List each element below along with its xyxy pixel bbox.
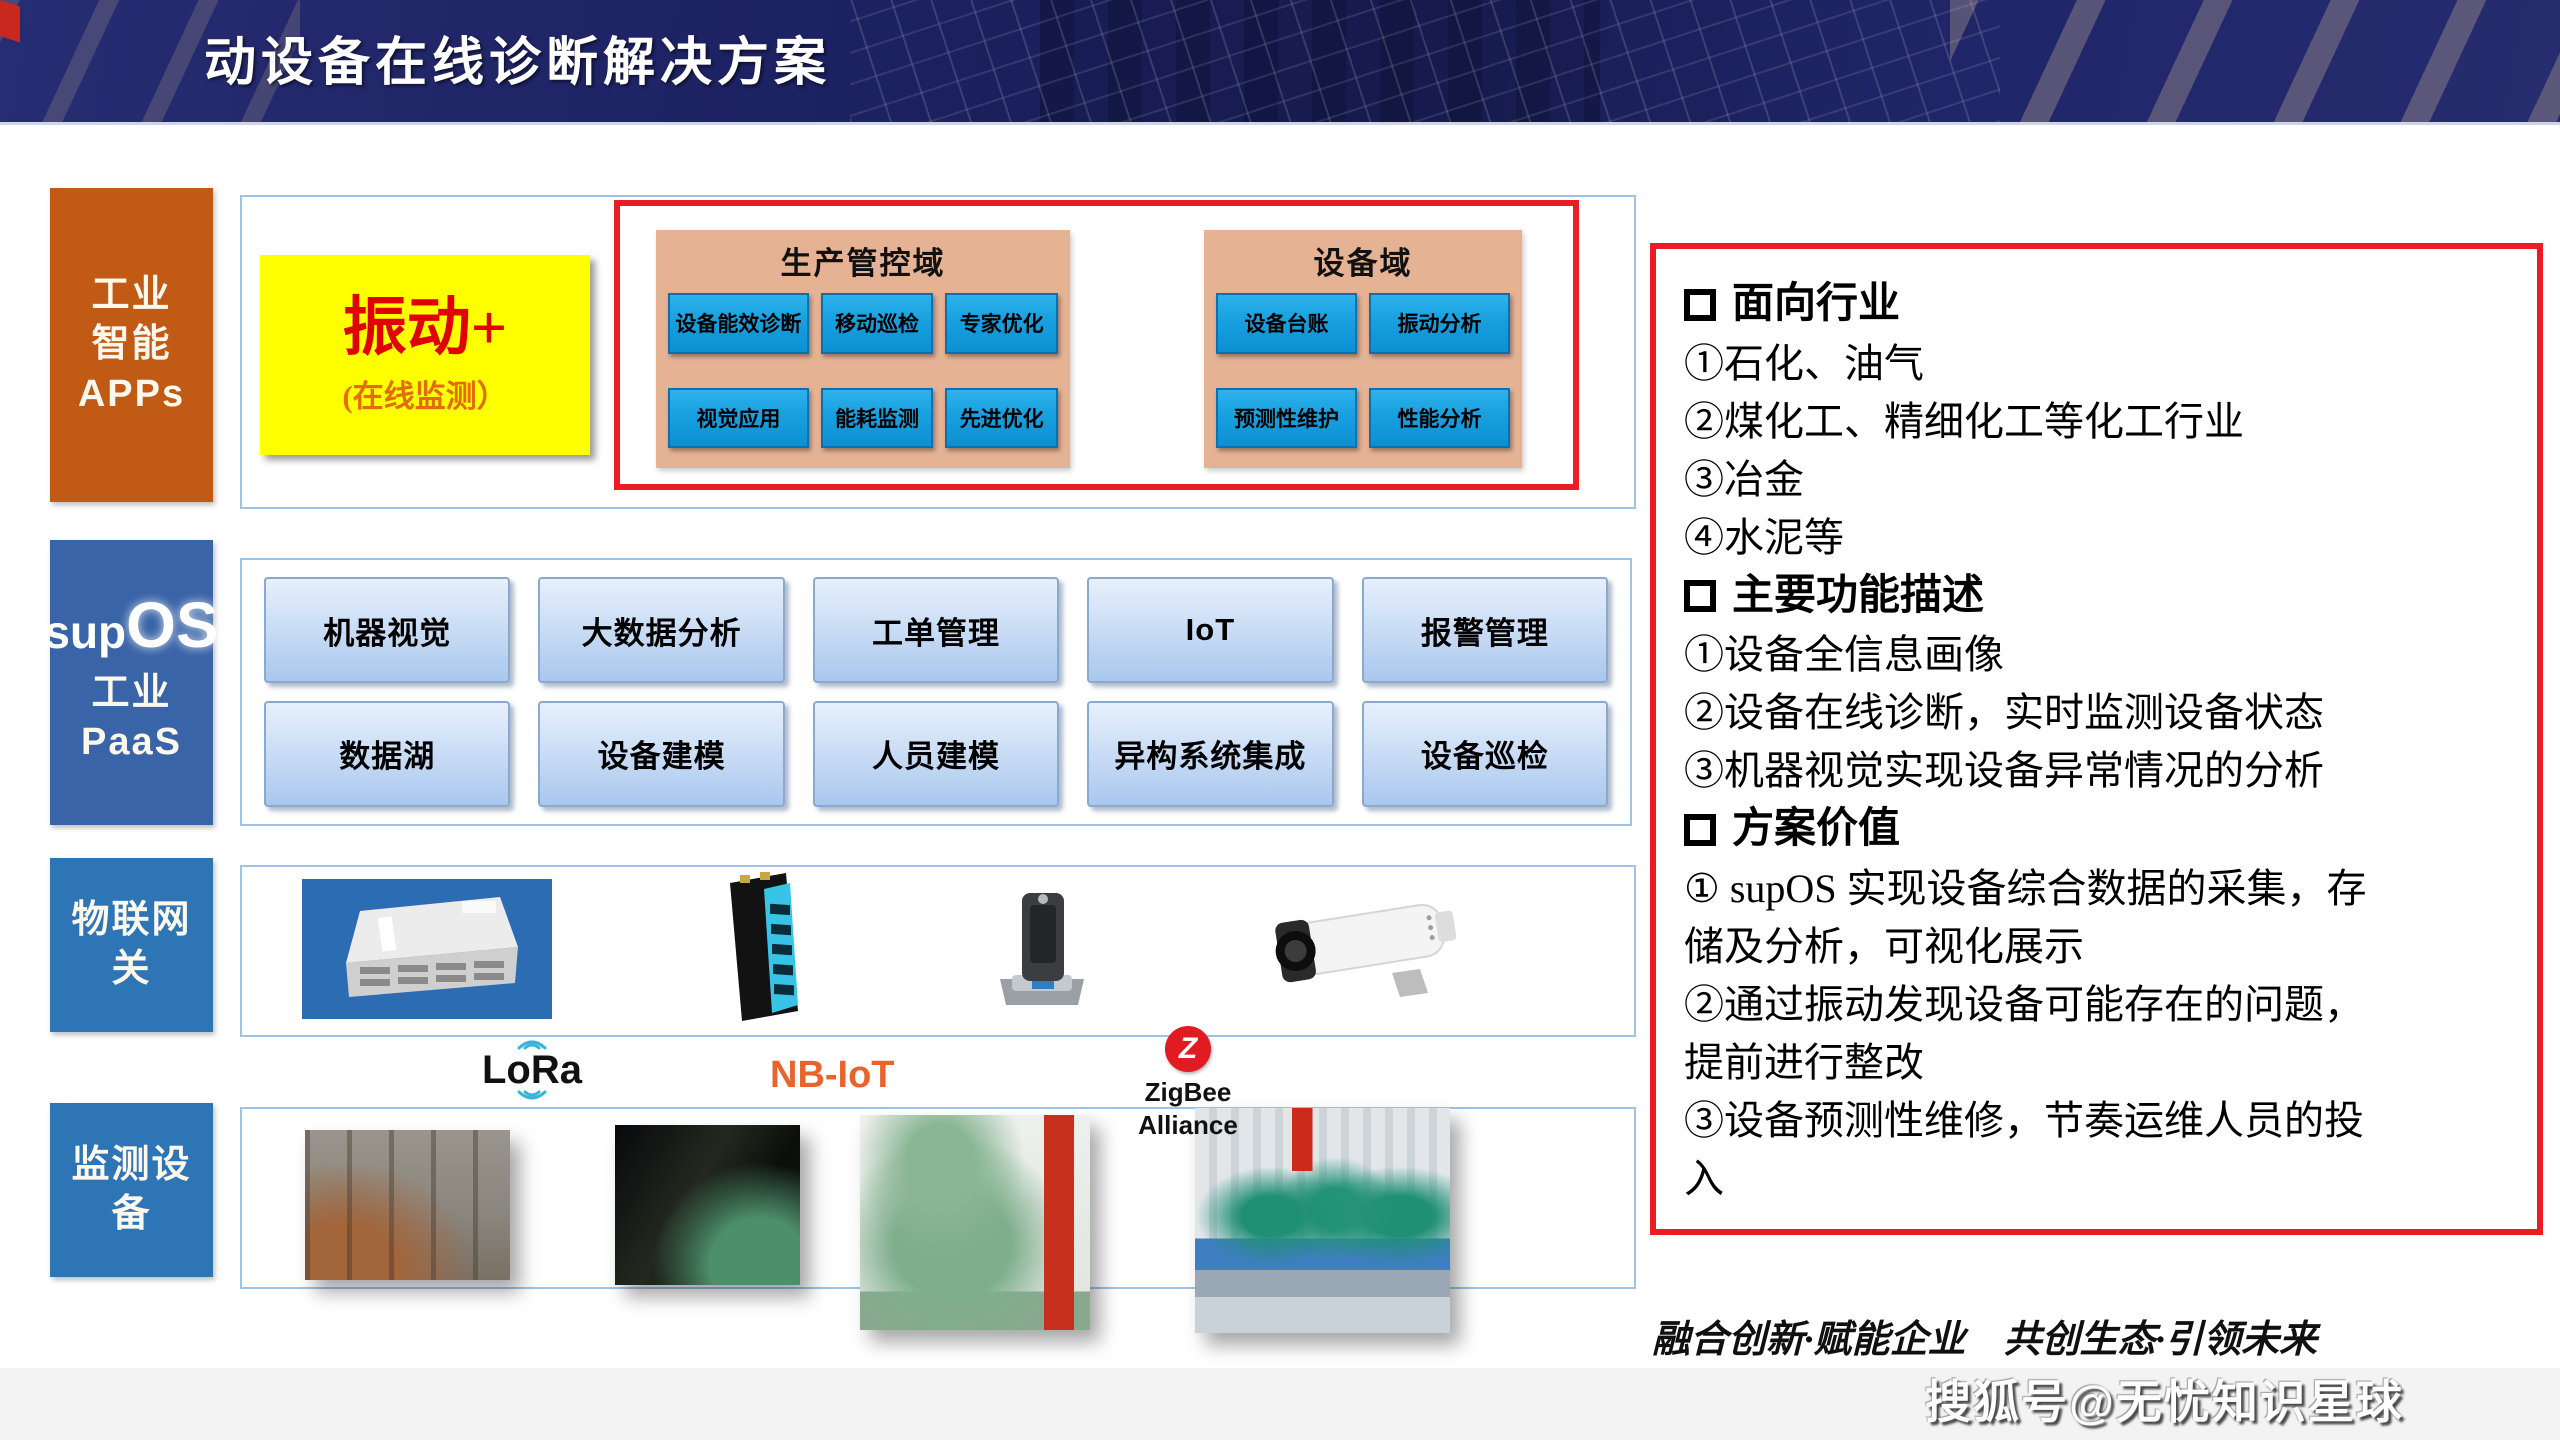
- zigbee-label: ZigBee Alliance: [1138, 1077, 1238, 1140]
- list-item: ④水泥等: [1684, 514, 1844, 560]
- supos-logo-sup: sup: [44, 605, 127, 658]
- footer-band: [0, 1368, 2560, 1440]
- list-item: ③机器视觉实现设备异常情况的分析: [1684, 748, 2324, 794]
- layer-box-monitoring-devices: 监测设 备: [50, 1103, 213, 1277]
- equipment-photo-boiler: [305, 1130, 510, 1280]
- equipment-domain-buttons: 设备台账 振动分析 预测性维护 性能分析: [1204, 289, 1522, 468]
- cctv-camera-image: [1242, 885, 1477, 1005]
- apps-panel: 振动+ (在线监测） 生产管控域 设备能效诊断 移动巡检 专家优化 视觉应用 能…: [240, 195, 1636, 509]
- production-domain-box: 生产管控域 设备能效诊断 移动巡检 专家优化 视觉应用 能耗监测 先进优化: [656, 230, 1070, 468]
- list-item: ②煤化工、精细化工等化工行业: [1684, 398, 2244, 444]
- watermark-text: 搜狐号@无忧知识星球: [1925, 1376, 2404, 1428]
- protocol-zigbee: Z ZigBee Alliance: [1128, 1026, 1248, 1141]
- paas-chip-heterogeneous-integration: 异构系统集成: [1087, 700, 1334, 807]
- layer-box-iot-gateway: 物联网 关: [50, 858, 213, 1032]
- app-chip-equipment-energy-diagnosis: 设备能效诊断: [668, 293, 809, 354]
- list-item: ②设备在线诊断，实时监测设备状态: [1684, 690, 2324, 736]
- app-chip-mobile-inspection: 移动巡检: [820, 293, 934, 354]
- layer-label: 工业 智能 APPs: [77, 273, 186, 415]
- supos-cloud-logo: sup OS: [44, 589, 219, 662]
- header-dark-texture: [1040, 0, 1600, 122]
- paas-chip-alarm-management: 报警管理: [1361, 577, 1609, 684]
- paas-chip-data-lake: 数据湖: [264, 700, 511, 807]
- equipment-domain-title: 设备域: [1313, 246, 1413, 281]
- app-domains-red-outline: 生产管控域 设备能效诊断 移动巡检 专家优化 视觉应用 能耗监测 先进优化 设备…: [614, 200, 1579, 490]
- header-red-corner-shape: [0, 0, 20, 43]
- equipment-photo-engine: [615, 1125, 800, 1285]
- paas-row-1: 机器视觉 大数据分析 工单管理 IoT 报警管理: [264, 577, 1609, 684]
- slide-header: 动设备在线诊断解决方案: [0, 0, 2560, 125]
- app-chip-predictive-maintenance: 预测性维护: [1216, 387, 1357, 448]
- app-chip-vision-application: 视觉应用: [668, 387, 809, 448]
- vibration-plus-title: 振动+: [342, 291, 508, 363]
- paas-chip-machine-vision: 机器视觉: [264, 577, 511, 684]
- gateway-panel: [240, 865, 1636, 1037]
- paas-chip-iot: IoT: [1087, 577, 1334, 684]
- paas-panel: 机器视觉 大数据分析 工单管理 IoT 报警管理 数据湖 设备建模 人员建模 异…: [240, 558, 1632, 826]
- nbiot-label: NB-IoT: [770, 1054, 895, 1096]
- paas-chip-personnel-modeling: 人员建模: [812, 700, 1060, 807]
- layer-label: 物联网 关: [71, 898, 192, 990]
- list-item: ③冶金: [1684, 456, 1804, 502]
- app-chip-performance-analysis: 性能分析: [1369, 387, 1510, 448]
- section-heading-text: 主要功能描述: [1732, 572, 1985, 619]
- lora-wireless-icon: [517, 1040, 547, 1050]
- vibration-plus-box: 振动+ (在线监测）: [260, 255, 590, 455]
- app-chip-energy-monitoring: 能耗监测: [820, 387, 934, 448]
- zigbee-logo-icon: Z: [1165, 1026, 1211, 1072]
- app-chip-vibration-analysis: 振动分析: [1369, 293, 1510, 354]
- list-item: ②通过振动发现设备可能存在的问题， 提前进行整改: [1684, 981, 2364, 1085]
- equipment-photo-pump-station: [1195, 1108, 1450, 1333]
- app-chip-expert-optimization: 专家优化: [945, 293, 1058, 354]
- production-domain-title: 生产管控域: [780, 246, 946, 281]
- protocol-nbiot: NB-IoT: [770, 1054, 895, 1097]
- app-chip-equipment-ledger: 设备台账: [1216, 293, 1357, 354]
- layer-label: 监测设 备: [71, 1143, 192, 1235]
- section-heading-value: 方案价值: [1684, 800, 2509, 860]
- layer-box-supos-paas: sup OS 工业 PaaS: [44, 540, 219, 825]
- lora-label: LoRa: [482, 1048, 582, 1092]
- vibration-sensor-device-image: [982, 883, 1102, 1020]
- square-bullet-icon: [1684, 814, 1716, 847]
- solution-description-panel: 面向行业 ①石化、油气 ②煤化工、精细化工等化工行业 ③冶金 ④水泥等 主要功能…: [1650, 243, 2543, 1235]
- list-item: ①石化、油气: [1684, 340, 1924, 386]
- section-heading-functions: 主要功能描述: [1684, 567, 2509, 627]
- iot-gateway-device-image: [302, 879, 552, 1024]
- layer-box-industrial-apps: 工业 智能 APPs: [50, 188, 213, 502]
- app-chip-advanced-optimization: 先进优化: [945, 387, 1058, 448]
- list-item: ①设备全信息画像: [1684, 632, 2004, 678]
- list-item: ① supOS 实现设备综合数据的采集，存 储及分析，可视化展示: [1684, 865, 2367, 969]
- page-title: 动设备在线诊断解决方案: [204, 35, 832, 92]
- section-heading-text: 方案价值: [1732, 806, 1901, 853]
- production-domain-buttons: 设备能效诊断 移动巡检 专家优化 视觉应用 能耗监测 先进优化: [656, 289, 1070, 468]
- paas-chip-equipment-inspection: 设备巡检: [1361, 700, 1609, 807]
- paas-chip-big-data-analysis: 大数据分析: [538, 577, 785, 684]
- header-stripe-texture-left: [0, 0, 300, 122]
- wireless-sensor-device-image: [702, 871, 822, 1028]
- lora-wireless-icon-mirrored: [517, 1090, 547, 1100]
- protocol-lora: LoRa: [472, 1034, 592, 1106]
- paas-chip-work-order-management: 工单管理: [812, 577, 1060, 684]
- list-item: ③设备预测性维修，节奏运维人员的投 入: [1684, 1097, 2364, 1201]
- square-bullet-icon: [1684, 580, 1716, 613]
- paas-row-2: 数据湖 设备建模 人员建模 异构系统集成 设备巡检: [264, 700, 1609, 807]
- vibration-plus-subtitle: (在线监测）: [342, 379, 508, 415]
- square-bullet-icon: [1684, 288, 1716, 321]
- header-mesh-texture: [850, 0, 2000, 122]
- equipment-domain-box: 设备域 设备台账 振动分析 预测性维护 性能分析: [1204, 230, 1522, 468]
- section-heading-text: 面向行业: [1732, 281, 1901, 327]
- supos-logo-os: OS: [126, 589, 219, 662]
- equipment-photo-compressor: [860, 1115, 1090, 1330]
- section-heading-industries: 面向行业: [1684, 275, 2509, 335]
- paas-chip-equipment-modeling: 设备建模: [538, 700, 785, 807]
- layer-label: 工业 PaaS: [81, 671, 182, 764]
- footer-slogan: 融合创新·赋能企业 共创生态·引领未来: [1652, 1319, 2318, 1361]
- header-stripe-texture-right: [1950, 0, 2560, 122]
